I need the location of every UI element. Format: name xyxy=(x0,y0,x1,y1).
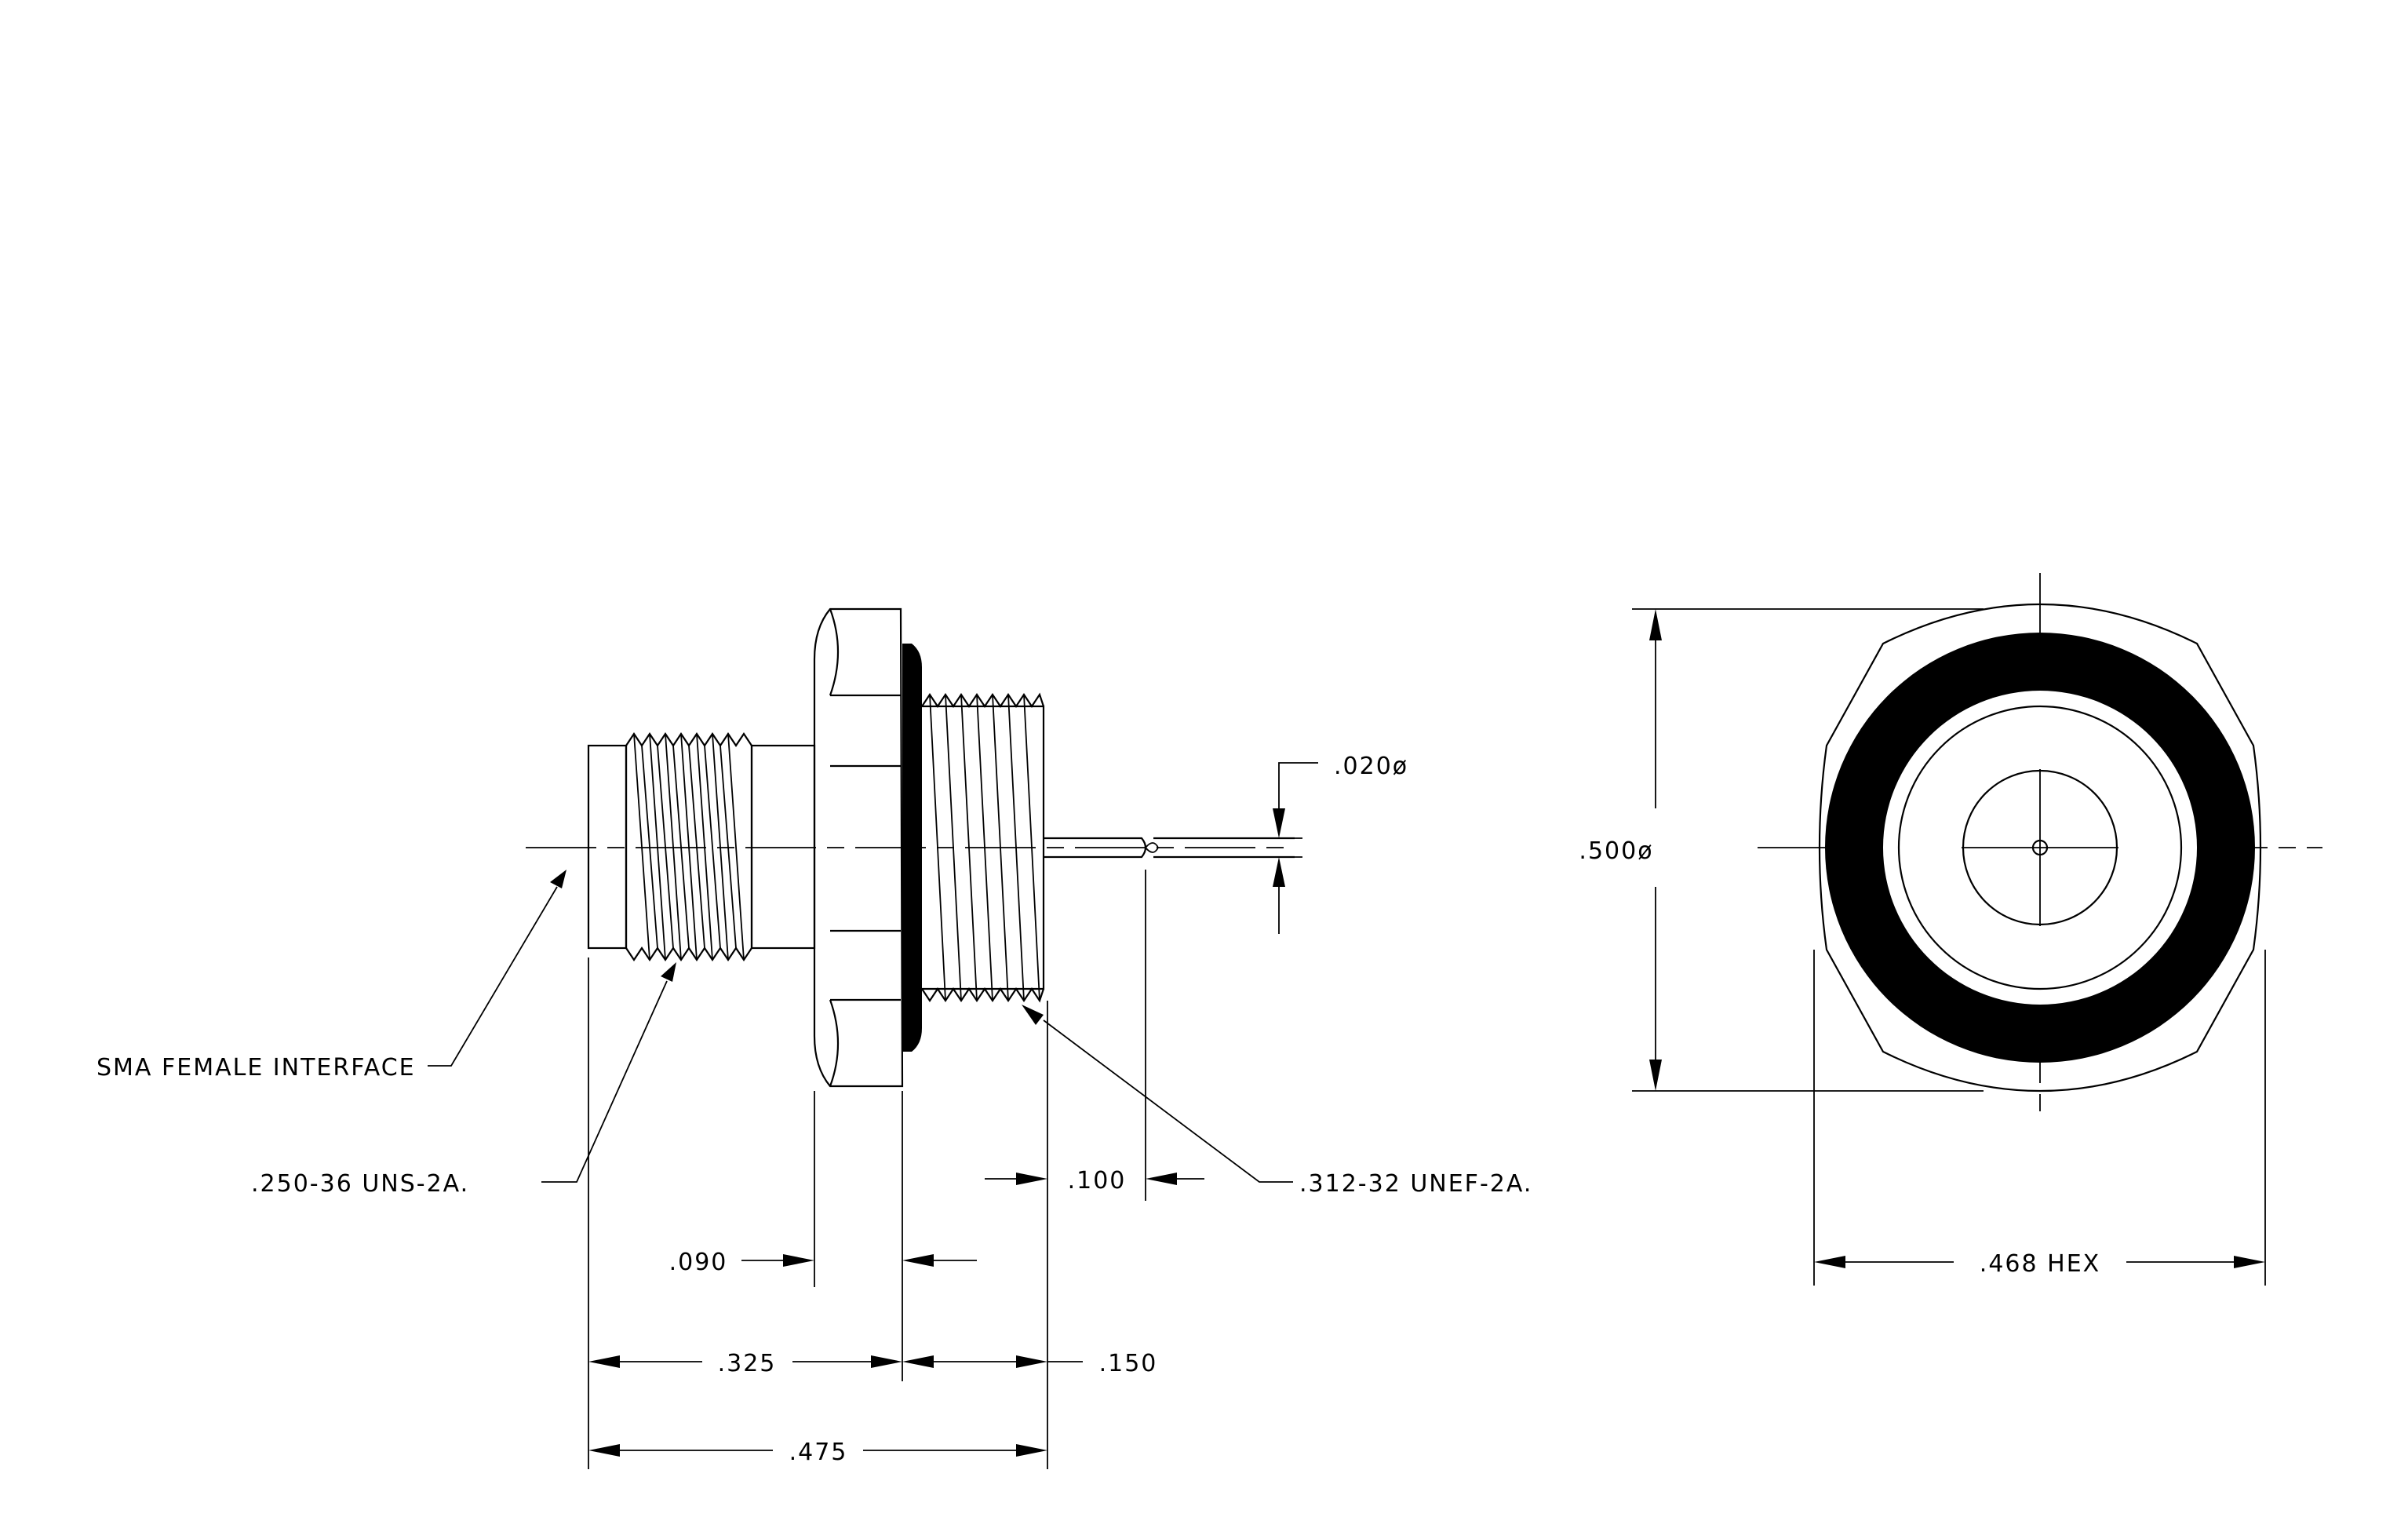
label-dia-020: .020ø xyxy=(1334,753,1408,780)
label-dia-500: .500ø xyxy=(1579,837,1653,865)
front-thread xyxy=(625,732,753,961)
label-thread-312: .312-32 UNEF-2A. xyxy=(1299,1170,1532,1198)
side-view xyxy=(526,607,1295,1088)
hex-outline xyxy=(1818,603,2262,1092)
dielectric-circle xyxy=(1897,705,2183,990)
label-thread-250: .250-36 UNS-2A. xyxy=(251,1170,469,1198)
leaders xyxy=(428,870,1293,1183)
center-pin xyxy=(1044,837,1295,859)
rear-thread xyxy=(921,692,1045,1003)
end-view xyxy=(1758,573,2322,1122)
label-dim-475: .475 xyxy=(789,1439,848,1466)
front-neck xyxy=(750,744,816,950)
label-dim-150: .150 xyxy=(1099,1350,1158,1377)
label-hex-468: .468 HEX xyxy=(1980,1250,2100,1278)
label-dim-325: .325 xyxy=(718,1350,777,1377)
o-ring-gasket xyxy=(902,644,922,1052)
sma-interface-body xyxy=(587,744,628,950)
annotations: .020ø .500ø SMA FEMALE INTERFACE .250-36… xyxy=(97,753,2100,1466)
hex-body-side xyxy=(813,607,904,1088)
label-dim-100: .100 xyxy=(1068,1167,1127,1195)
label-dim-090: .090 xyxy=(669,1249,728,1276)
label-sma-female-interface: SMA FEMALE INTERFACE xyxy=(97,1054,416,1081)
dimensions xyxy=(588,608,2266,1469)
